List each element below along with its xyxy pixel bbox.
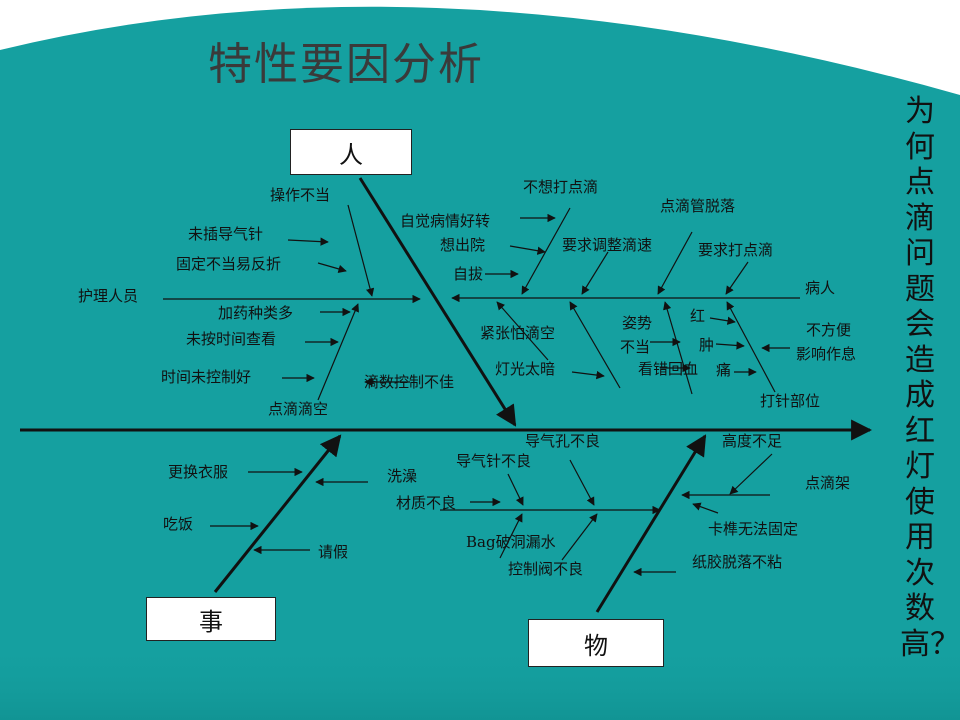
cause-label: 材质不良 [396, 494, 457, 512]
cause-label: 未按时间查看 [186, 330, 277, 348]
cause-label: 痛 [716, 361, 732, 379]
cause-label: 请假 [318, 543, 349, 561]
cause-label: 看错回血 [638, 360, 699, 378]
teal-arc-shape [0, 6, 960, 720]
cause-label: 打针部位 [760, 392, 821, 410]
cause-label: 卡榫无法固定 [708, 520, 799, 538]
cause-label: 点滴管脱落 [660, 197, 736, 215]
cause-label: 导气针不良 [456, 452, 532, 470]
cause-label: 想出院 [440, 236, 486, 254]
cause-label: 纸胶脱落不粘 [692, 553, 783, 571]
cause-label: 肿 [699, 336, 715, 354]
cause-label: 不当 [620, 338, 651, 356]
cause-label: 固定不当易反折 [176, 255, 282, 273]
cause-label: 洗澡 [387, 467, 418, 485]
bone-things [595, 434, 707, 613]
cause-label: 操作不当 [270, 186, 331, 204]
cause-label: 加药种类多 [218, 304, 294, 322]
cause-label: 自觉病情好转 [400, 212, 491, 230]
cause-label: 要求打点滴 [698, 241, 774, 259]
bone-matter [213, 434, 342, 593]
cause-label: 红 [690, 307, 706, 325]
cause-label: 紧张怕滴空 [480, 324, 556, 342]
cause-label: 导气孔不良 [525, 432, 601, 450]
cause-label: 吃饭 [163, 515, 194, 533]
cause-label: 姿势 [622, 314, 653, 332]
cause-label: 未插导气针 [188, 225, 264, 243]
category-box-people: 人 [290, 129, 412, 175]
cause-label: 滴数控制不佳 [364, 373, 455, 391]
cause-label: 控制阀不良 [508, 560, 584, 578]
category-box-things: 物 [528, 619, 664, 667]
cause-label: 点滴滴空 [268, 400, 329, 418]
cause-label: 不想打点滴 [523, 178, 599, 196]
cause-label: 灯光太暗 [495, 360, 556, 378]
cause-label: 病人 [805, 279, 836, 297]
cause-label: 要求调整滴速 [562, 236, 653, 254]
page-title: 特性要因分析 [208, 39, 484, 90]
cause-label: 自拔 [453, 265, 484, 283]
cause-label: 影响作息 [796, 345, 857, 363]
effect-question: 为何点滴问题会造成红灯使用次数高？ [900, 94, 960, 662]
cause-label: 高度不足 [722, 432, 783, 450]
cause-label: 时间未控制好 [161, 368, 252, 386]
cause-label: 点滴架 [805, 474, 851, 492]
cause-label: Bag破洞漏水 [466, 533, 556, 551]
cause-label: 不方便 [806, 321, 852, 339]
cause-label: 护理人员 [78, 287, 139, 305]
bone-people [358, 177, 517, 427]
cause-label: 更换衣服 [168, 463, 229, 481]
category-box-matter: 事 [146, 597, 276, 641]
